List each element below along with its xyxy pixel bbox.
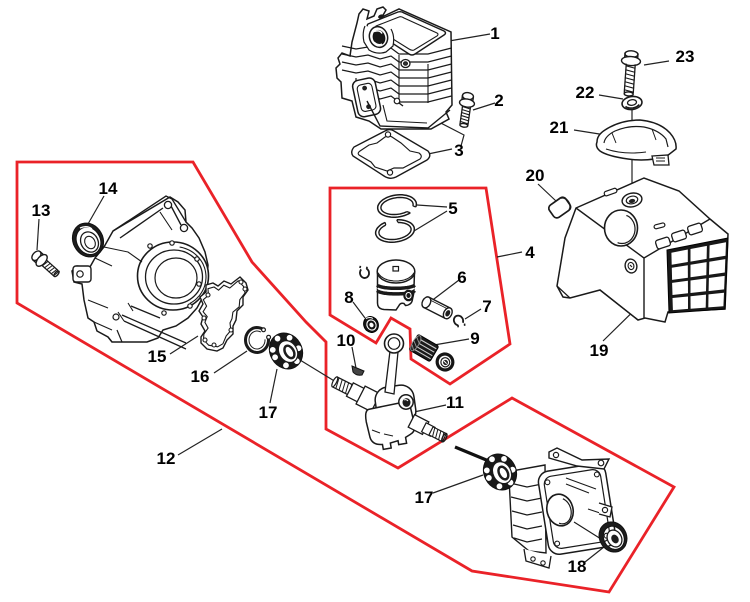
svg-text:18: 18 bbox=[568, 557, 587, 576]
svg-text:1: 1 bbox=[490, 24, 499, 43]
svg-text:10: 10 bbox=[337, 331, 356, 350]
svg-text:17: 17 bbox=[259, 403, 278, 422]
svg-text:15: 15 bbox=[148, 347, 167, 366]
svg-text:8: 8 bbox=[344, 288, 353, 307]
svg-text:17: 17 bbox=[415, 488, 434, 507]
svg-text:19: 19 bbox=[590, 341, 609, 360]
svg-text:22: 22 bbox=[576, 83, 595, 102]
svg-text:5: 5 bbox=[448, 199, 457, 218]
svg-text:16: 16 bbox=[191, 367, 210, 386]
svg-text:12: 12 bbox=[157, 449, 176, 468]
svg-text:9: 9 bbox=[470, 329, 479, 348]
svg-text:4: 4 bbox=[525, 243, 535, 262]
svg-text:11: 11 bbox=[446, 393, 464, 412]
svg-text:6: 6 bbox=[457, 268, 466, 287]
svg-text:14: 14 bbox=[99, 179, 118, 198]
svg-text:23: 23 bbox=[676, 47, 695, 66]
svg-text:3: 3 bbox=[454, 141, 463, 160]
svg-text:21: 21 bbox=[550, 118, 569, 137]
svg-text:2: 2 bbox=[494, 91, 503, 110]
svg-text:20: 20 bbox=[526, 166, 545, 185]
svg-text:13: 13 bbox=[32, 201, 51, 220]
svg-text:7: 7 bbox=[482, 297, 491, 316]
